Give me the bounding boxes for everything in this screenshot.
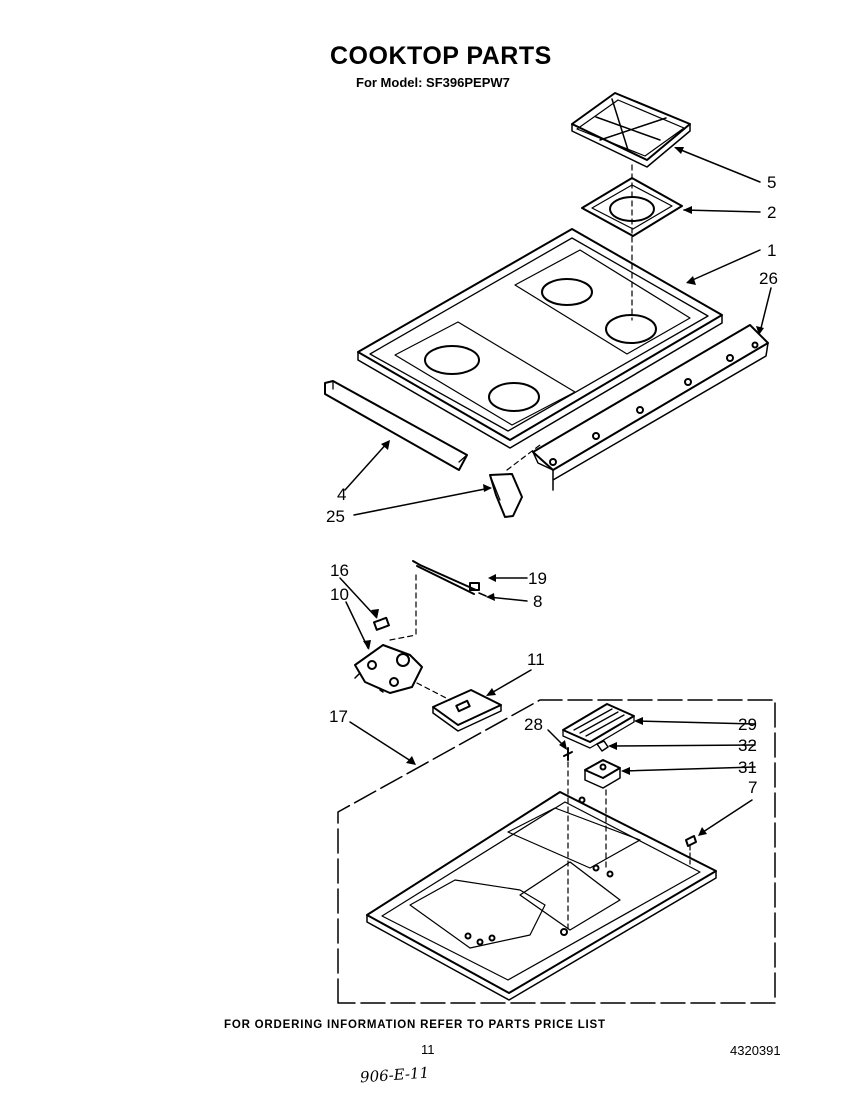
callout-31: 31 <box>738 758 757 777</box>
gas-tube <box>412 560 487 597</box>
callout-8: 8 <box>533 592 542 611</box>
small-clip <box>596 740 609 752</box>
callout-32: 32 <box>738 736 757 755</box>
vent-grille <box>562 703 635 749</box>
page-number: 11 <box>421 1042 435 1057</box>
arrowheads <box>363 147 764 836</box>
burner-grate <box>571 92 691 168</box>
manifold-panel <box>532 324 769 491</box>
leader-lines <box>339 147 772 835</box>
callout-17: 17 <box>329 707 348 726</box>
burner-box <box>366 791 717 1001</box>
valve-assembly <box>354 644 423 694</box>
callout-1: 1 <box>767 241 776 260</box>
callout-7: 7 <box>748 778 757 797</box>
page-title: COOKTOP PARTS <box>330 42 552 70</box>
document-number: 4320391 <box>730 1043 781 1058</box>
callout-25: 25 <box>326 507 345 526</box>
small-screw <box>685 835 697 847</box>
callout-5: 5 <box>767 173 776 192</box>
callout-2: 2 <box>767 203 776 222</box>
callout-29: 29 <box>738 715 757 734</box>
callout-4: 4 <box>337 485 346 504</box>
model-subtitle: For Model: SF396PEPW7 <box>356 75 510 90</box>
burner-box-outline <box>337 699 776 1004</box>
end-cap <box>489 473 523 518</box>
vent-bracket <box>584 759 621 789</box>
callout-10: 10 <box>330 585 349 604</box>
ordering-info-note: FOR ORDERING INFORMATION REFER TO PARTS … <box>224 1019 606 1031</box>
front-trim <box>324 380 468 471</box>
callout-16: 16 <box>330 561 349 580</box>
callout-19: 19 <box>528 569 547 588</box>
callout-11: 11 <box>527 650 545 669</box>
cooktop-main <box>357 228 723 449</box>
screw <box>563 747 573 761</box>
clip <box>372 616 390 631</box>
mounting-bracket <box>432 689 502 732</box>
callout-28: 28 <box>524 715 543 734</box>
callout-26: 26 <box>759 269 778 288</box>
